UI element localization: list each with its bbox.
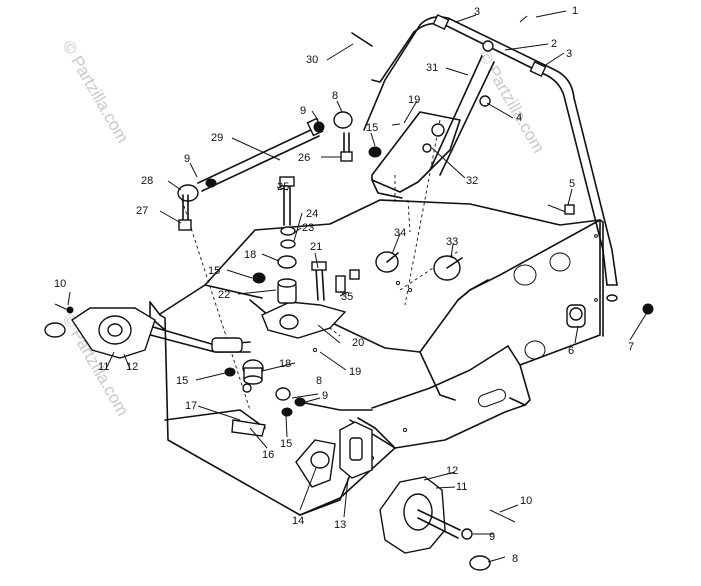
callout-label: 29 [211,132,223,144]
front-housing [379,476,516,571]
callout-label: 15 [366,122,378,134]
callout-label: 21 [310,241,322,253]
callout-label: 15 [280,438,292,450]
callout-label: 9 [300,105,306,117]
right-pivots [375,95,654,328]
callout-label: 33 [446,236,458,248]
leader-lines [67,10,647,563]
bulkhead-frame [149,119,604,516]
callout-label: 26 [298,152,310,164]
callout-label: 28 [141,175,153,187]
front-pivot [295,421,373,488]
callout-label: 14 [292,515,304,527]
callout-label: 30 [306,54,318,66]
callout-label: 12 [126,361,138,373]
callout-label: 2 [551,38,557,50]
watermark: © Partzilla.com [59,38,133,147]
callout-label: 6 [568,345,574,357]
callout-label: 4 [516,112,522,124]
callout-label: 9 [184,153,190,165]
mounting-bolts [178,32,401,231]
callout-label: 8 [332,90,338,102]
lower-pivot [224,359,373,437]
callout-label: 19 [408,94,420,106]
callout-label: 1 [572,5,578,17]
callout-label: 10 [54,278,66,290]
callout-label: 19 [349,366,361,378]
callout-label: 3 [474,6,480,18]
callout-label: 3 [566,48,572,60]
callout-label: 8 [512,553,518,565]
callout-label: 7 [628,341,634,353]
callout-label: 23 [302,222,314,234]
callout-label: 5 [569,178,575,190]
callout-label: 11 [98,361,109,373]
callout-label: 13 [334,519,346,531]
callout-label: 18 [244,249,256,261]
callout-label: 20 [352,337,364,349]
callout-label: 18 [279,358,291,370]
callout-label: 34 [394,227,406,239]
center-pivot [252,176,360,339]
callout-label: 10 [520,495,532,507]
callout-label: 9 [322,390,328,402]
callout-label: 8 [316,375,322,387]
callout-label: 27 [136,205,148,217]
callout-labels: 1 2 3 3 4 5 6 7 8 8 8 9 9 9 9 10 10 11 1… [54,5,634,565]
callout-label: 24 [306,208,318,220]
steering-column [371,55,495,199]
callout-label: 17 [185,400,197,412]
callout-label: 32 [466,175,478,187]
callout-label: 31 [426,62,438,74]
callout-label: 22 [218,289,230,301]
callout-label: 15 [208,265,220,277]
callout-label: 12 [446,465,458,477]
callout-label: 11 [456,481,467,493]
callout-label: 35 [341,291,353,303]
steering-arm [44,303,251,359]
callout-label: 9 [489,531,495,543]
callout-label: 15 [176,375,188,387]
grab-bar [363,14,618,302]
callout-label: 16 [262,449,274,461]
callout-label: 25 [277,181,289,193]
